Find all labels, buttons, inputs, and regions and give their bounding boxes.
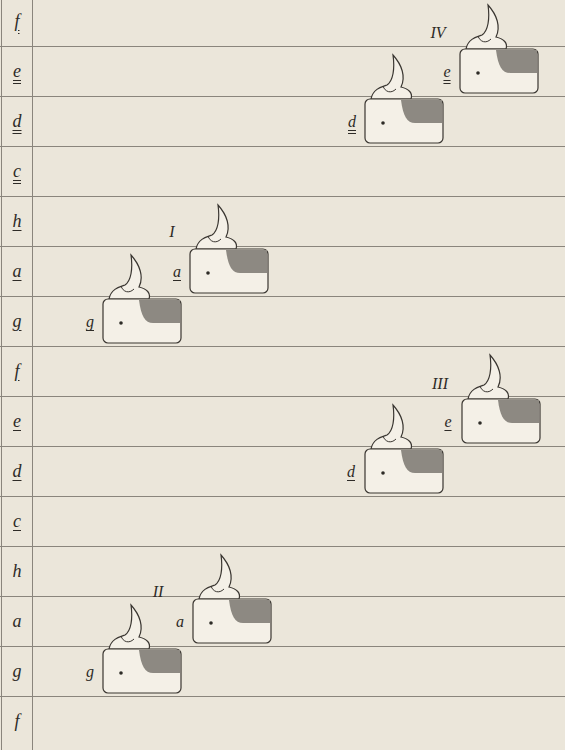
note-name: f: [14, 362, 19, 380]
note-letter: d: [347, 464, 355, 480]
pipe-figures: [103, 5, 540, 693]
figure-number: IV: [430, 25, 445, 41]
note-name: e: [13, 62, 21, 80]
note-name: e: [13, 412, 21, 430]
note-name: c: [13, 162, 21, 180]
note-name: a: [13, 612, 22, 630]
note-name: d: [13, 462, 22, 480]
note-name: c: [13, 512, 21, 530]
note-name: h: [13, 212, 22, 230]
figure-number: I: [169, 224, 174, 240]
note-letter: a: [176, 614, 184, 630]
note-letter: g: [86, 664, 94, 680]
figure-number: III: [432, 376, 448, 392]
note-name: g: [13, 312, 22, 330]
note-name: h: [13, 562, 22, 580]
note-name: f: [14, 712, 19, 730]
note-name: g: [13, 662, 22, 680]
note-letter: g: [86, 314, 94, 330]
figure-number: II: [153, 584, 164, 600]
note-letter: e: [443, 64, 450, 80]
note-name: f: [14, 12, 19, 30]
note-letter: e: [444, 414, 451, 430]
note-name: a: [13, 262, 22, 280]
note-name: d: [13, 112, 22, 130]
note-letter: a: [173, 264, 181, 280]
note-letter: d: [348, 114, 356, 130]
